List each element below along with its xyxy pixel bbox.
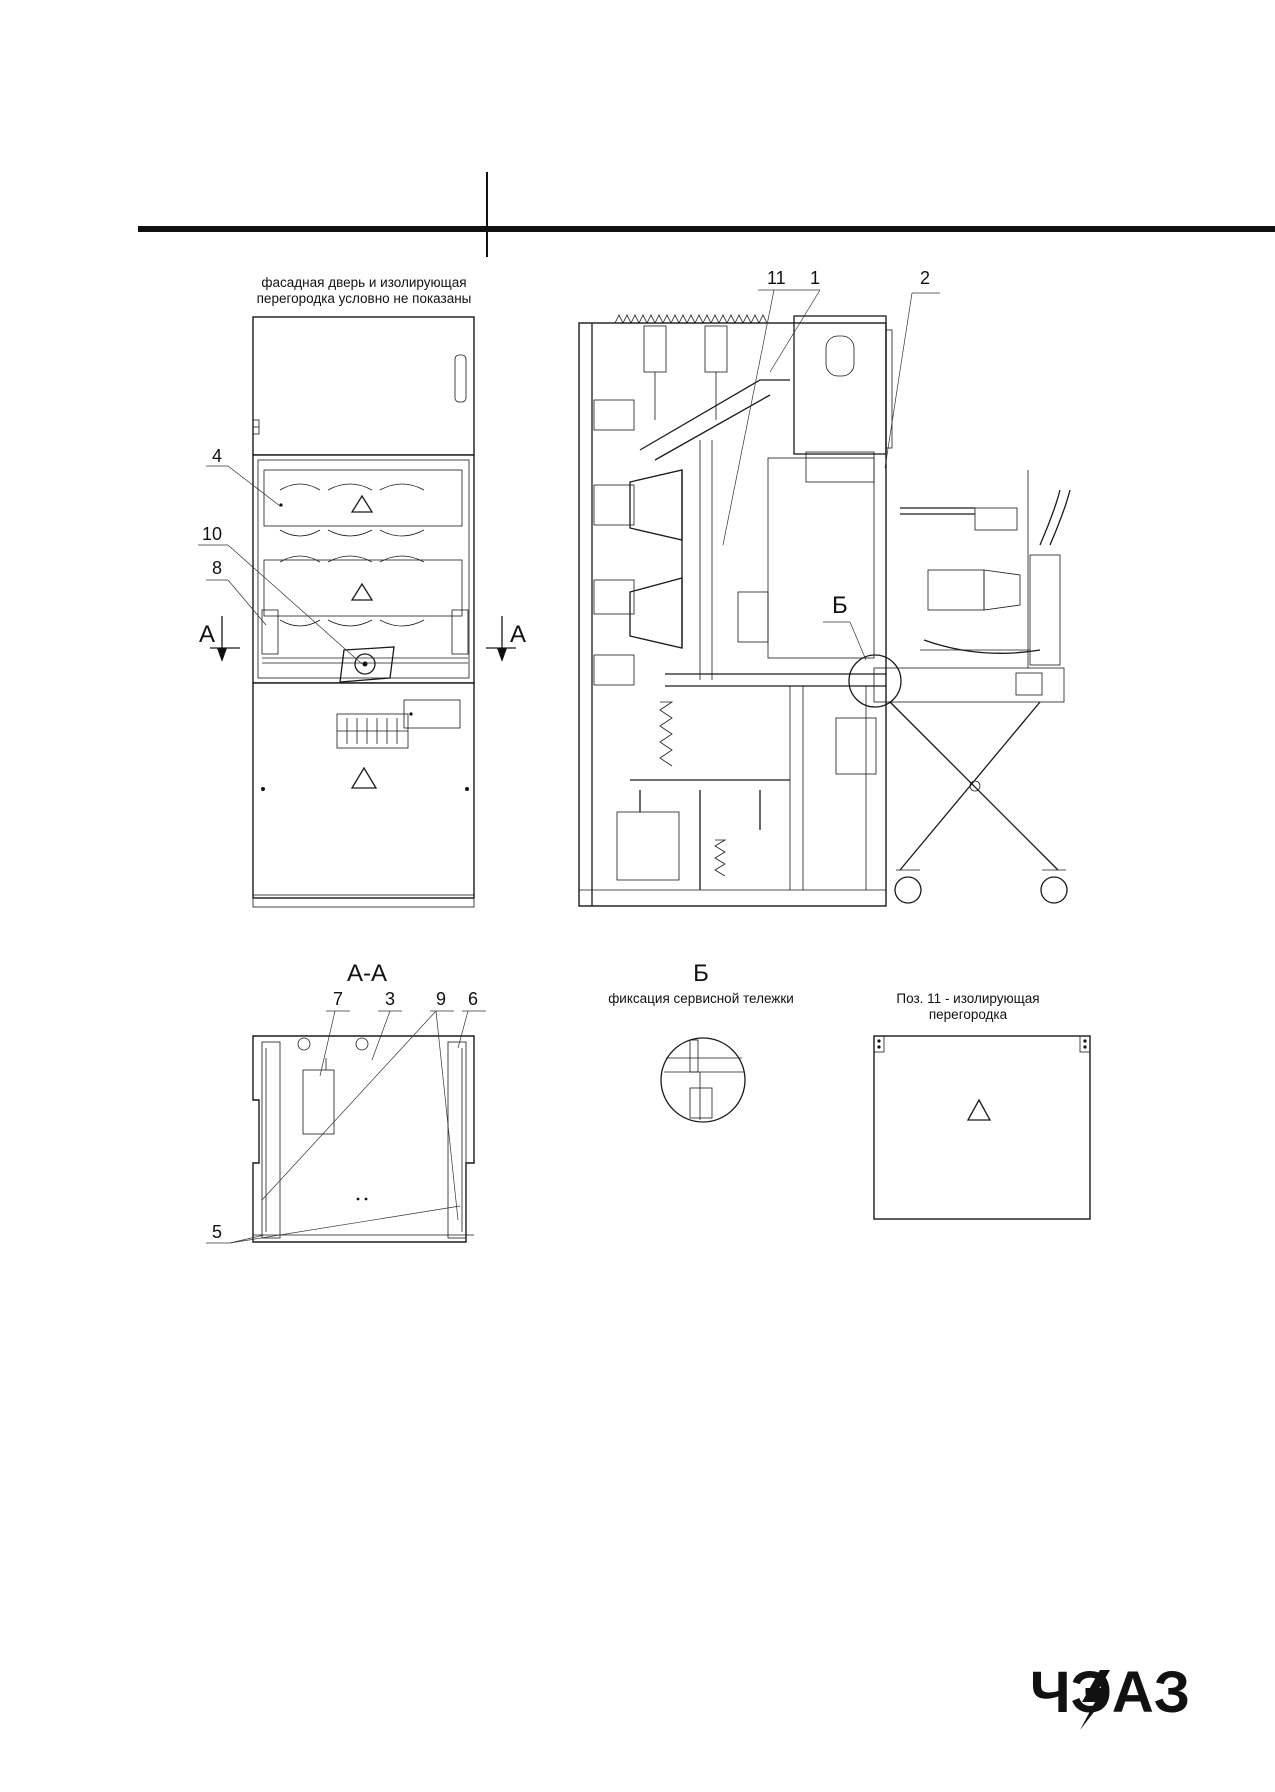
trolley-wheel <box>1040 876 1068 904</box>
right-guide <box>447 1041 467 1239</box>
insulating-partition <box>873 1035 1091 1220</box>
callout-9: 9 <box>436 989 446 1009</box>
callout-1: 1 <box>810 268 820 288</box>
bushing <box>593 399 635 431</box>
warning-triangle-icon <box>350 766 378 789</box>
bushing <box>593 654 635 686</box>
section-aa-outline <box>252 1035 475 1243</box>
section-aa-title: А-А <box>347 960 387 987</box>
left-guide <box>261 1041 281 1239</box>
company-logo: ЧЭАЗ <box>1030 1660 1190 1730</box>
detail-b: Б фиксация сервисной тележки <box>608 960 794 1123</box>
cable-compartment <box>252 682 475 899</box>
left-rail <box>261 609 279 655</box>
callout-7: 7 <box>333 989 343 1009</box>
logo-text: ЧЭАЗ <box>1030 1660 1190 1725</box>
earthing-switch <box>714 839 727 877</box>
breaker-pole <box>927 569 985 611</box>
current-transformer <box>616 811 680 881</box>
nameplate <box>403 699 461 729</box>
door-handle <box>454 354 467 403</box>
callout-4: 4 <box>212 446 222 466</box>
callout-6: 6 <box>468 989 478 1009</box>
interlock-block <box>302 1069 335 1135</box>
front-view-caption-line1: фасадная дверь и изолирующая <box>261 275 466 290</box>
lightning-bolt-icon <box>1080 1670 1110 1730</box>
roof-vent <box>614 314 768 324</box>
callout-2: 2 <box>920 268 930 288</box>
side-view: Б 11 1 2 <box>578 268 1071 907</box>
trolley-wheel <box>894 876 922 904</box>
service-trolley <box>873 470 1071 904</box>
lower-contact-block <box>263 559 463 617</box>
detail-b-circle <box>660 1037 746 1123</box>
warning-triangle-icon <box>350 582 374 601</box>
crank-socket <box>354 653 376 675</box>
bushing <box>593 579 635 615</box>
callout-8: 8 <box>212 558 222 578</box>
warning-triangle-icon <box>350 494 374 513</box>
heater-grid <box>835 717 877 775</box>
detail-b-title: Б <box>693 960 709 987</box>
section-arrow-right-icon <box>497 648 507 662</box>
trolley-deck <box>873 667 1065 703</box>
warning-triangle-icon <box>966 1098 992 1121</box>
partition-caption-line2: перегородка <box>929 1007 1008 1022</box>
detail-b-caption: фиксация сервисной тележки <box>608 991 794 1006</box>
upper-contact-block <box>263 469 463 527</box>
section-aa: А-А 7 3 9 6 5 <box>206 960 486 1244</box>
callout-11: 11 <box>767 268 786 288</box>
callout-5: 5 <box>212 1222 222 1242</box>
bushing <box>593 484 635 526</box>
partition-caption-line1: Поз. 11 - изолирующая <box>896 991 1039 1006</box>
front-view-caption-line2: перегородка условно не показаны <box>257 291 472 306</box>
right-rail <box>451 609 469 655</box>
front-view: фасадная дверь и изолирующая перегородка… <box>198 275 526 908</box>
breaker-compartment <box>252 454 475 684</box>
section-mark-right: А <box>510 621 526 648</box>
section-arrow-left-icon <box>217 648 227 662</box>
breaker-pole <box>974 507 1018 531</box>
section-mark-left: А <box>199 621 215 648</box>
partition-view: Поз. 11 - изолирующая перегородка <box>873 991 1091 1220</box>
breaker-body <box>767 457 875 659</box>
detail-b-marker-circle <box>848 654 902 708</box>
operating-mechanism <box>737 591 769 643</box>
relay-compartment <box>252 316 475 456</box>
title-frame <box>138 172 1275 257</box>
callout-3: 3 <box>385 989 395 1009</box>
racking-mechanism <box>339 646 395 683</box>
callout-10: 10 <box>202 524 222 544</box>
detail-mark: Б <box>832 592 848 619</box>
surge-arrester <box>659 701 674 767</box>
